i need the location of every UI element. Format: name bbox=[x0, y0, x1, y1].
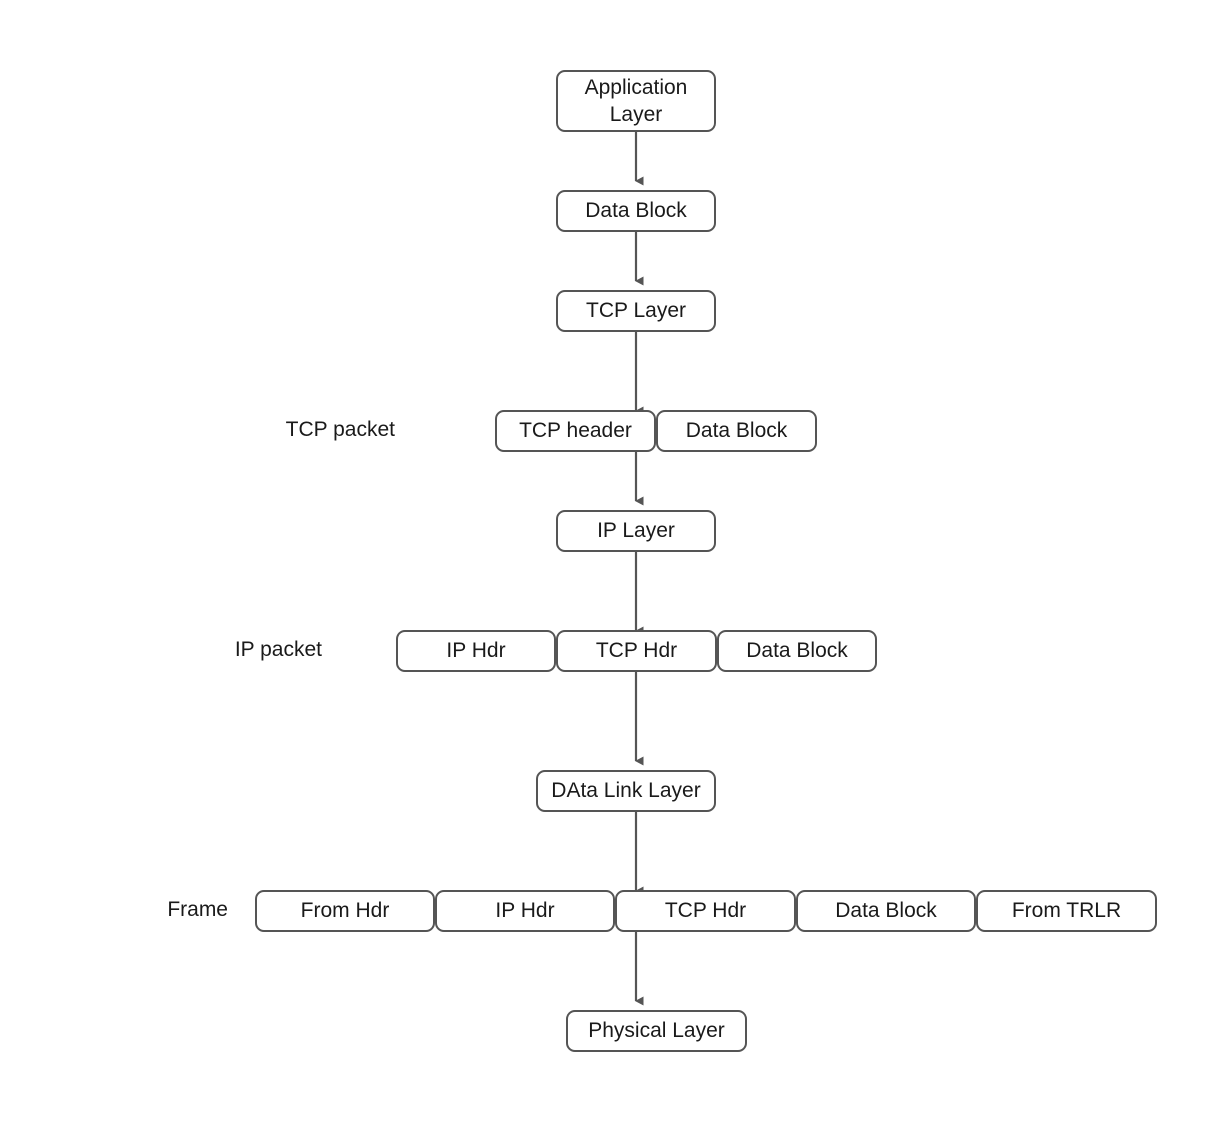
node-data-link-layer: DAta Link Layer bbox=[536, 770, 716, 812]
row-label-frame: Frame bbox=[167, 898, 228, 921]
segment-data-block: Data Block bbox=[717, 630, 877, 672]
row-label-tcp-packet: TCP packet bbox=[285, 418, 395, 441]
node-tcp-layer: TCP Layer bbox=[556, 290, 716, 332]
segment-tcp-hdr: TCP Hdr bbox=[615, 890, 796, 932]
segment-from-trlr: From TRLR bbox=[976, 890, 1157, 932]
row-frame: From Hdr IP Hdr TCP Hdr Data Block From … bbox=[255, 890, 1157, 932]
segment-data-block: Data Block bbox=[656, 410, 817, 452]
node-ip-layer: IP Layer bbox=[556, 510, 716, 552]
row-tcp-packet: TCP header Data Block bbox=[495, 410, 817, 452]
segment-tcp-header: TCP header bbox=[495, 410, 656, 452]
node-application-layer: Application Layer bbox=[556, 70, 716, 132]
segment-ip-hdr: IP Hdr bbox=[435, 890, 615, 932]
row-ip-packet: IP Hdr TCP Hdr Data Block bbox=[396, 630, 877, 672]
node-data-block: Data Block bbox=[556, 190, 716, 232]
segment-from-hdr: From Hdr bbox=[255, 890, 435, 932]
row-label-ip-packet: IP packet bbox=[234, 638, 322, 661]
segment-data-block: Data Block bbox=[796, 890, 976, 932]
node-physical-layer: Physical Layer bbox=[566, 1010, 747, 1052]
segment-ip-hdr: IP Hdr bbox=[396, 630, 556, 672]
segment-tcp-hdr: TCP Hdr bbox=[556, 630, 717, 672]
